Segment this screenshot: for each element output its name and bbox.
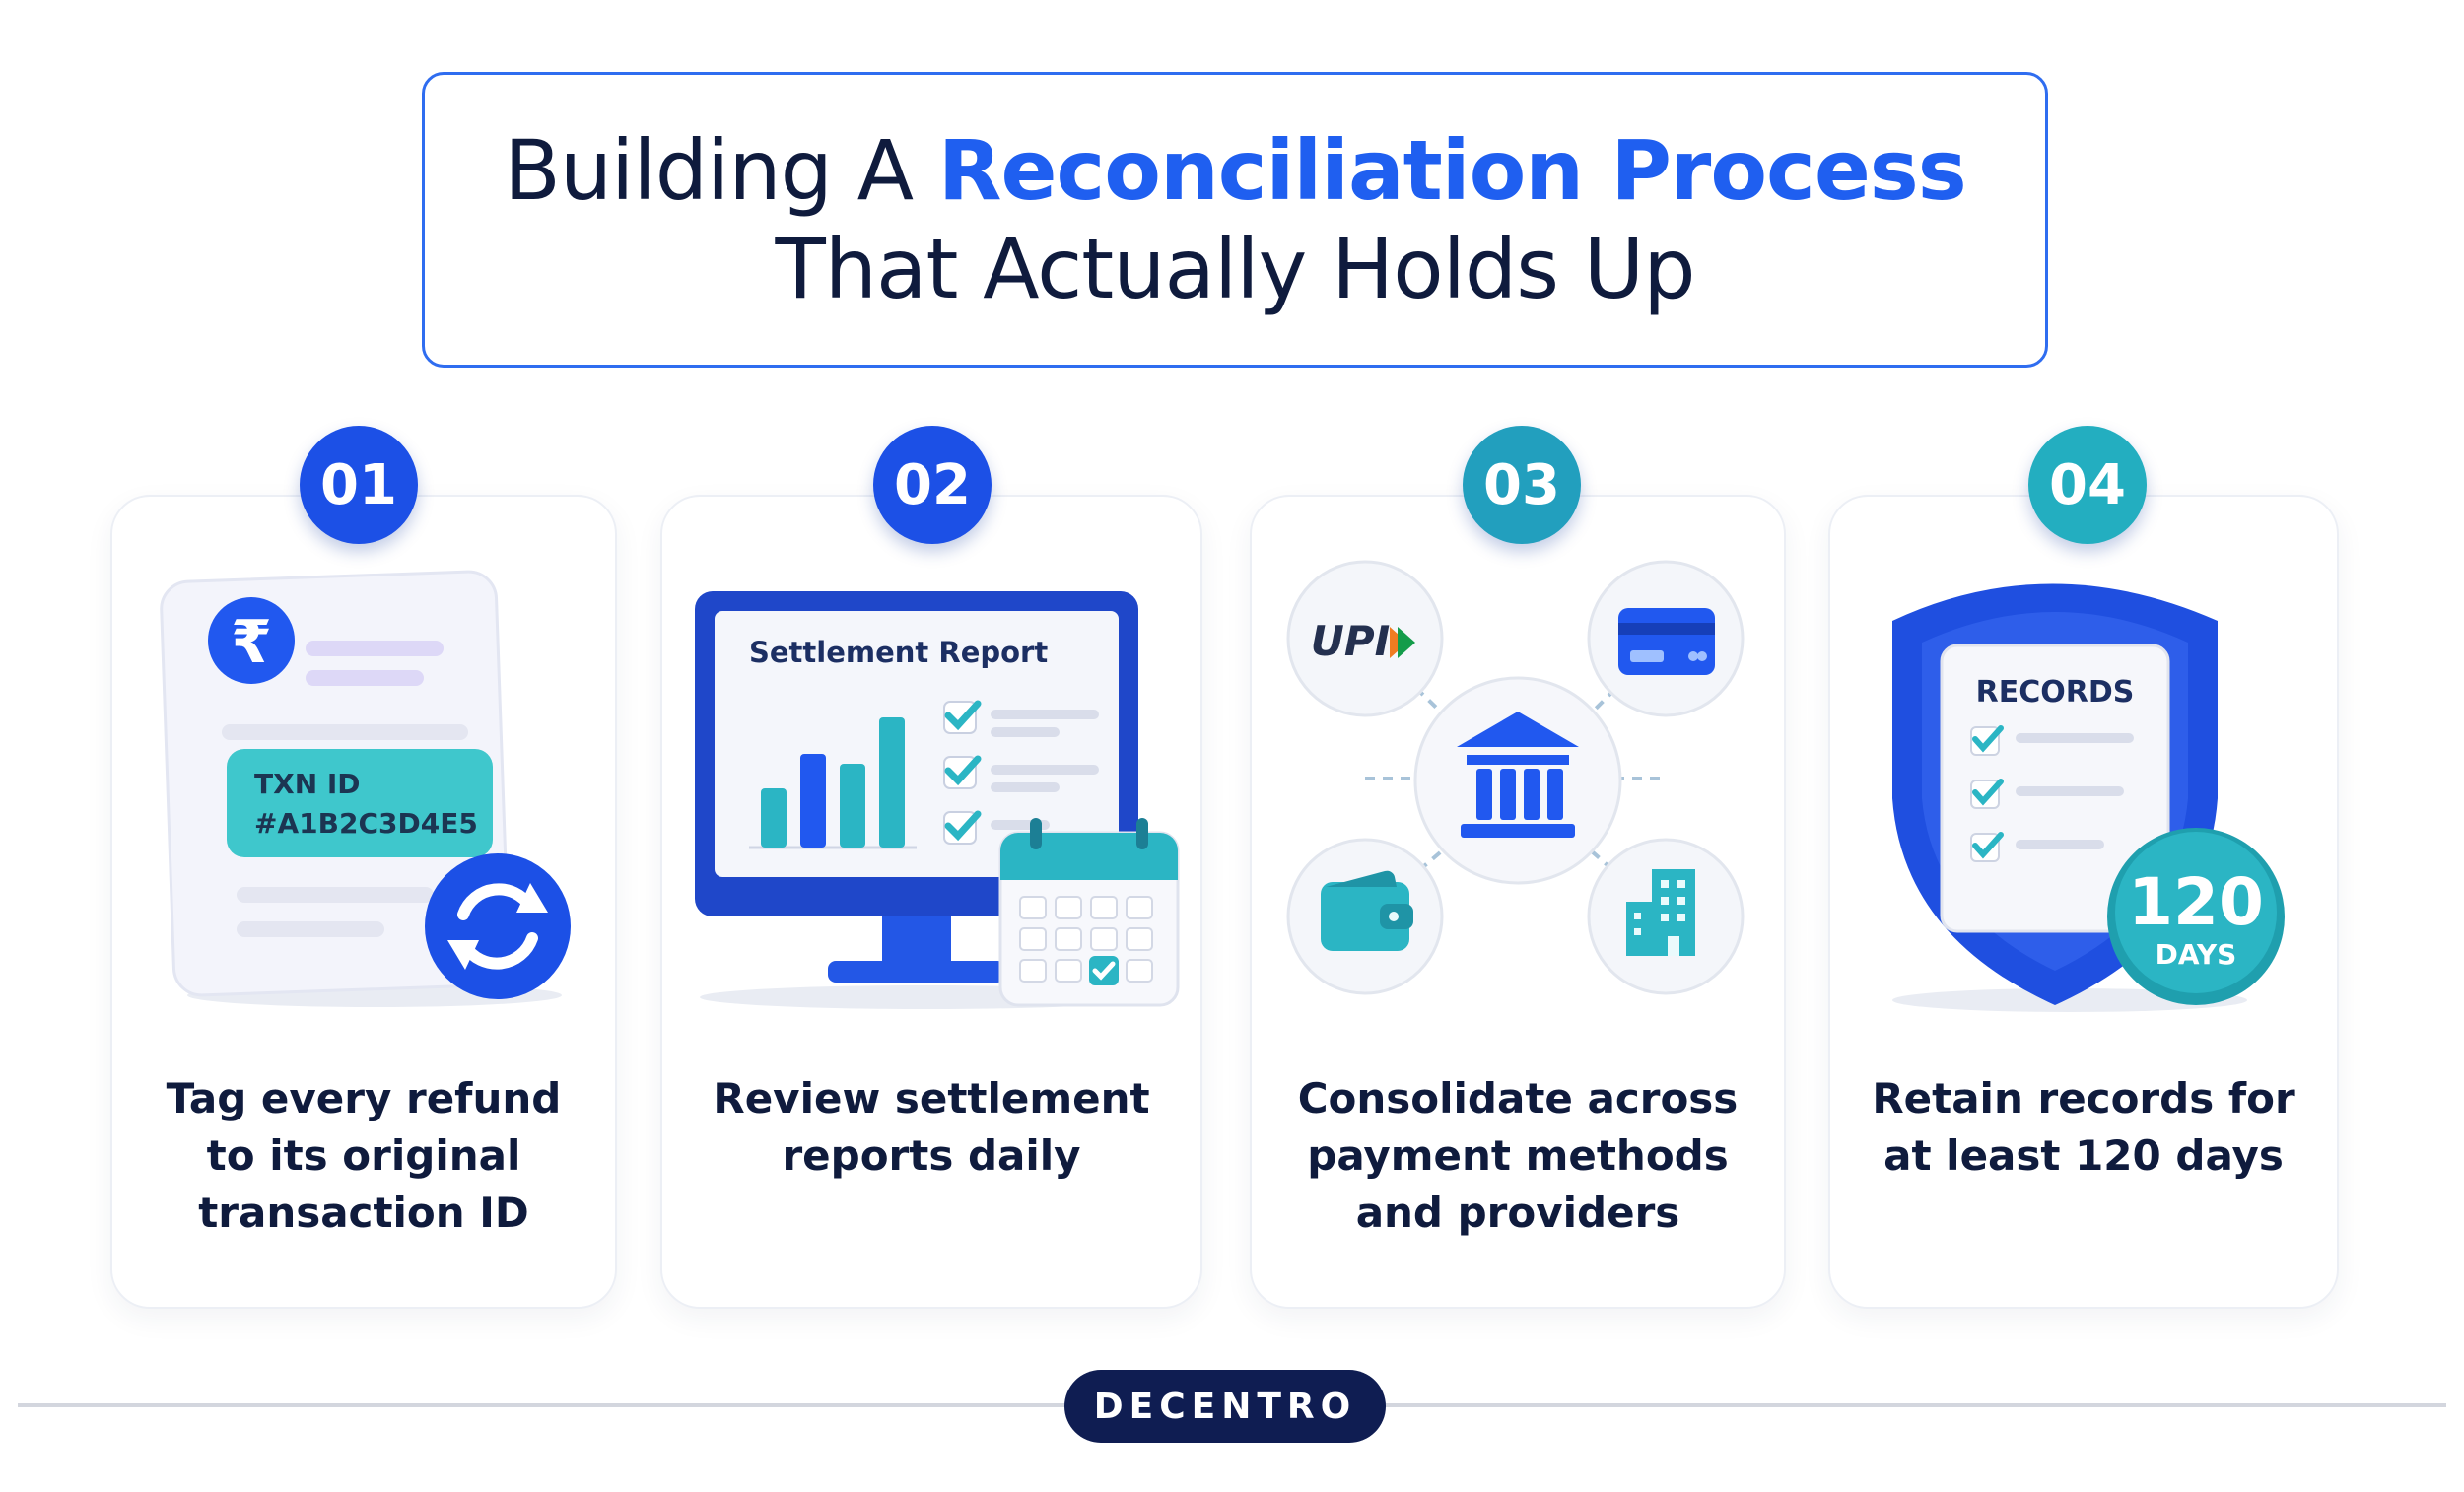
payment-network-illustration: UPI — [1286, 560, 1745, 995]
caption-line: Consolidate across — [1297, 1074, 1739, 1122]
rupee-symbol: ₹ — [231, 608, 272, 677]
step-caption-4: Retain records for at least 120 days — [1828, 1070, 2339, 1185]
caption-line: and providers — [1355, 1188, 1680, 1237]
brand-name: DECENTRO — [1093, 1386, 1357, 1427]
caption-line: at least 120 days — [1883, 1131, 2284, 1180]
bar-chart-icon — [749, 717, 917, 849]
calendar-icon — [998, 818, 1180, 1007]
title-line-2: That Actually Holds Up — [775, 221, 1695, 317]
days-number: 120 — [2128, 864, 2264, 940]
report-title: Settlement Report — [749, 636, 1048, 669]
caption-line: transaction ID — [198, 1188, 529, 1237]
refresh-icon — [425, 853, 571, 999]
caption-line: Review settlement — [713, 1074, 1150, 1122]
caption-line: to its original — [206, 1131, 521, 1180]
step-badge-4: 04 — [2028, 426, 2147, 544]
records-label: RECORDS — [1976, 675, 2135, 710]
caption-line: Retain records for — [1872, 1074, 2295, 1122]
step-caption-1: Tag every refund to its original transac… — [110, 1070, 617, 1242]
txn-id-tag: TXN ID #A1B2C3D4E5 — [227, 749, 493, 857]
step-caption-3: Consolidate across payment methods and p… — [1250, 1070, 1786, 1242]
title-prefix: Building A — [504, 122, 938, 219]
records-shield-illustration: RECORDS 120 DAYS — [1892, 583, 2285, 1012]
building-icon — [1587, 838, 1745, 995]
wallet-icon — [1286, 838, 1444, 995]
title-box: Building A Reconciliation Process That A… — [422, 72, 2048, 368]
bank-icon — [1413, 676, 1622, 885]
upi-logo: UPI — [1286, 560, 1444, 717]
title-accent: Reconciliation Process — [937, 122, 1967, 219]
refund-document-illustration: ₹ TXN ID #A1B2C3D4E5 — [160, 570, 571, 1007]
card-icon — [1587, 560, 1745, 717]
txn-id-label: TXN ID — [254, 768, 361, 800]
checklist-icon — [1970, 725, 2134, 862]
caption-line: reports daily — [782, 1131, 1081, 1180]
step-badge-3: 03 — [1463, 426, 1581, 544]
step-caption-2: Review settlement reports daily — [660, 1070, 1202, 1185]
title-line-1: Building A Reconciliation Process — [504, 121, 1967, 220]
checklist-icon — [943, 700, 1099, 845]
step-badge-2: 02 — [873, 426, 992, 544]
txn-id-value: #A1B2C3D4E5 — [254, 807, 478, 840]
brand-logo: DECENTRO — [1064, 1370, 1386, 1443]
records-checklist: RECORDS — [1940, 644, 2170, 933]
rupee-icon: ₹ — [208, 597, 295, 684]
caption-line: payment methods — [1307, 1131, 1729, 1180]
step-badge-1: 01 — [300, 426, 418, 544]
upi-label: UPI — [1311, 617, 1391, 665]
settlement-report-illustration: Settlement Report — [695, 591, 1180, 1009]
caption-line: Tag every refund — [166, 1074, 562, 1122]
days-label: DAYS — [2156, 938, 2237, 971]
days-coin-icon: 120 DAYS — [2107, 828, 2285, 1005]
